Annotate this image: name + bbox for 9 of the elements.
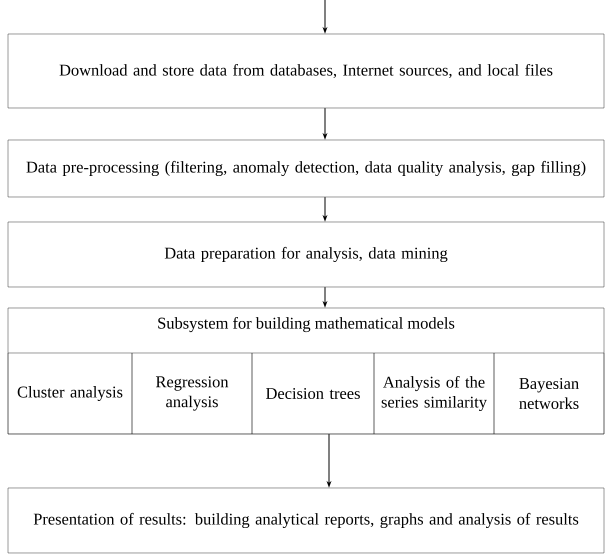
process-box: Data preparation for analysis, data mining (8, 222, 604, 288)
process-box: Download and store data from databases, Internet sources, and local files (8, 34, 604, 108)
process-box: Data pre-processing (filtering, anomaly detection, data quality analysis, gap filling) (8, 140, 604, 198)
method-cell: Decision trees (252, 352, 374, 434)
method-cell: Regression analysis (132, 352, 252, 434)
process-box: Presentation of results: building analytical reports, graphs and analysis of results (8, 488, 604, 554)
method-cell: Analysis of the series similarity (374, 352, 494, 434)
method-cell: Cluster analysis (8, 352, 132, 434)
method-cell: Bayesian networks (494, 352, 604, 434)
